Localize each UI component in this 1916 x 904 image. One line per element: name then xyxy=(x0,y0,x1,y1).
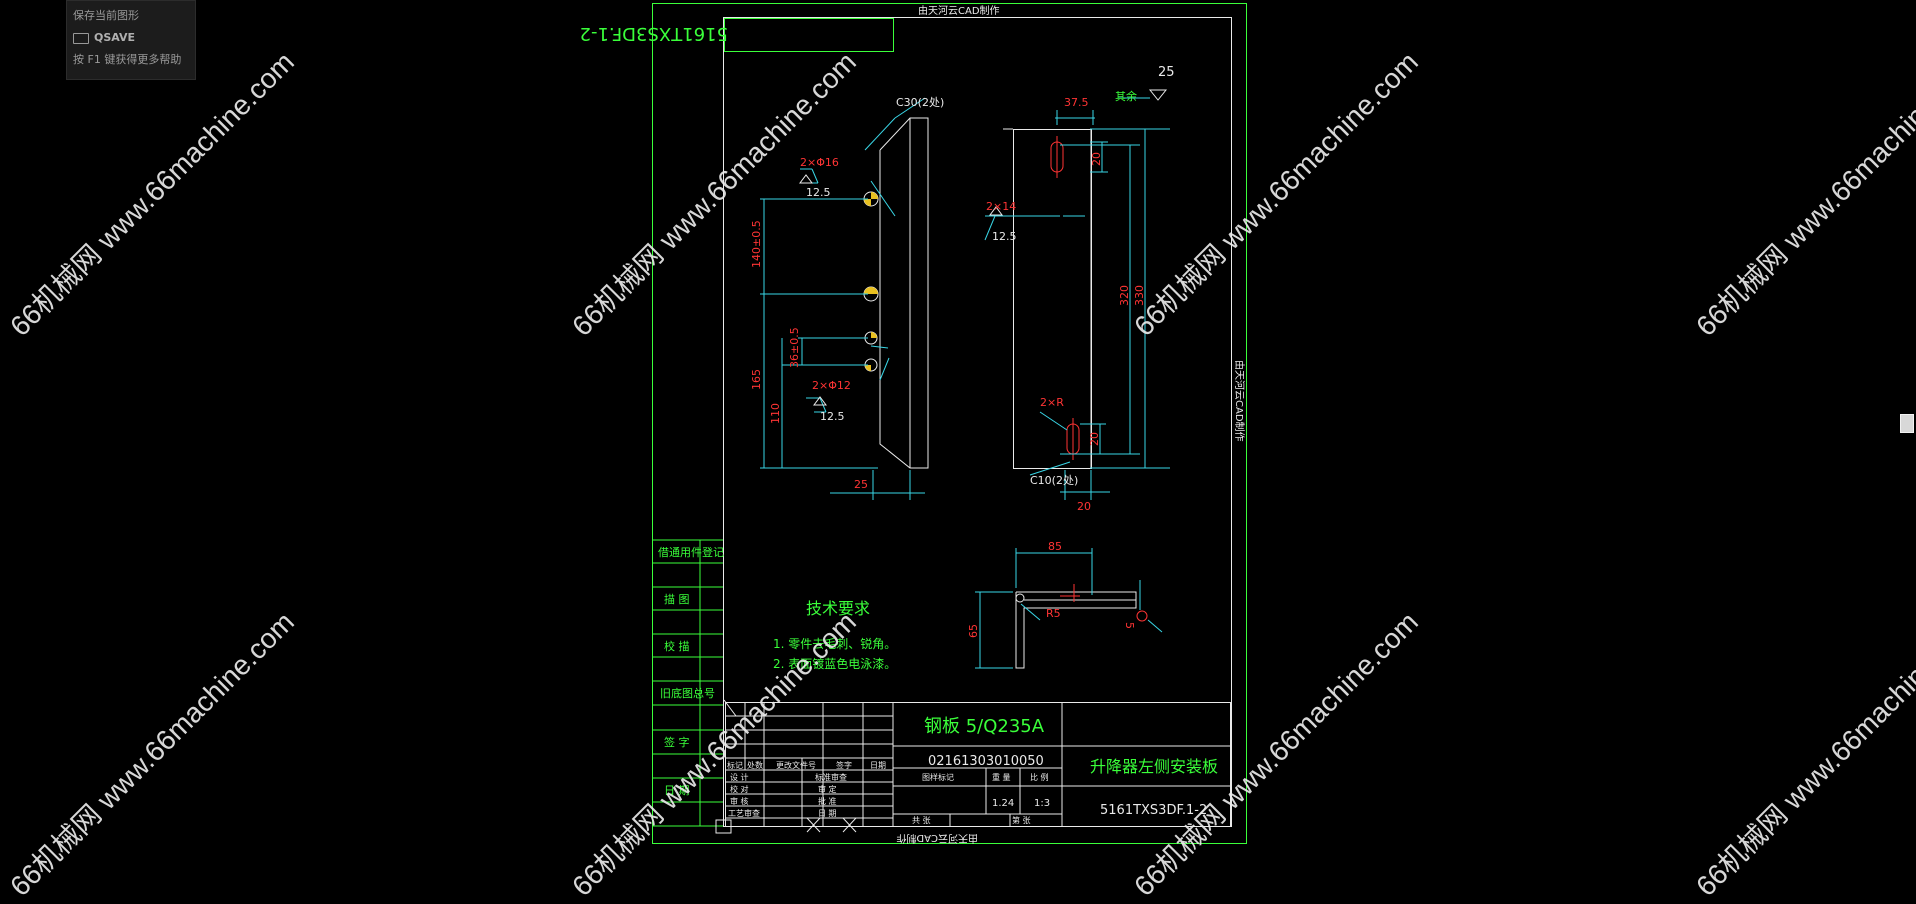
part-code: 5161TXS3DF.1-2 xyxy=(1100,803,1207,818)
side-labels: 借通用件登记 描 图 校 描 旧底图总号 签 字 日 期 xyxy=(658,545,724,797)
dim-r125b: 12.5 xyxy=(820,410,845,423)
side-label-5: 签 字 xyxy=(664,735,690,749)
role-standard: 标准审查 xyxy=(815,772,847,782)
role-design: 设 计 xyxy=(730,772,749,782)
header-mark: 标记 xyxy=(727,760,743,770)
cad-drawing-canvas[interactable]: 由天河云CAD制作 由天河云CAD制作 由天河云CAD制作 5161TXS3DF… xyxy=(0,0,1916,847)
dim-slot14: 2×14 xyxy=(986,200,1016,213)
side-label-2: 描 图 xyxy=(664,592,690,606)
scale-value: 1:3 xyxy=(1034,798,1050,809)
header-date: 日期 xyxy=(870,761,886,770)
tooltip-title: 保存当前图形 xyxy=(73,9,139,22)
qsave-tooltip: 保存当前图形 QSAVE 按 F1 键获得更多帮助 xyxy=(66,0,196,80)
frame-top-note: 由天河云CAD制作 xyxy=(918,4,1000,17)
dim-c30: C30(2处) xyxy=(896,96,944,109)
tooltip-hint: 按 F1 键获得更多帮助 xyxy=(73,53,182,66)
dim-r125c: 12.5 xyxy=(992,230,1017,243)
role-ratify: 批 准 xyxy=(818,796,837,806)
tooltip-command: QSAVE xyxy=(73,27,189,49)
frame-side-note: 由天河云CAD制作 xyxy=(1233,360,1246,442)
dim-r5: R5 xyxy=(1046,607,1061,620)
tooltip-command-text: QSAVE xyxy=(94,31,136,44)
role-date: 日 期 xyxy=(818,809,837,818)
dim-d20a: 20 xyxy=(1090,152,1103,166)
header-sign: 签字 xyxy=(836,760,852,770)
dim-d320: 320 xyxy=(1118,285,1131,306)
dim-hole16: 2×Φ16 xyxy=(800,156,839,169)
dim-c10: C10(2处) xyxy=(1030,474,1078,487)
dim-d65: 65 xyxy=(967,624,980,638)
role-check: 校 对 xyxy=(730,784,749,794)
material: 钢板 5/Q235A xyxy=(924,716,1045,737)
header-count: 处数 xyxy=(747,760,763,770)
sheet-total: 共 张 xyxy=(912,816,931,825)
front-view xyxy=(879,117,929,469)
role-process: 工艺审查 xyxy=(728,808,760,818)
dim-d36: 36±0.5 xyxy=(788,327,801,368)
side-label-3: 校 描 xyxy=(664,639,690,653)
sheet-number: 第 张 xyxy=(1012,815,1031,825)
header-doc: 更改文件号 xyxy=(776,760,816,770)
dim-d85: 85 xyxy=(1048,540,1062,553)
weight-label: 重 量 xyxy=(992,772,1011,782)
side-view xyxy=(1003,128,1092,469)
dim-d165: 165 xyxy=(750,369,763,390)
dim-d20b: 20 xyxy=(1088,432,1101,446)
dim-d25: 25 xyxy=(854,478,868,491)
scrollbar-thumb[interactable] xyxy=(1900,414,1914,433)
stage-label: 图样标记 xyxy=(922,772,954,782)
bend-view xyxy=(1015,591,1137,669)
tech-title: 技术要求 xyxy=(806,599,870,618)
dim-hole12: 2×Φ12 xyxy=(812,379,851,392)
dim-rough25: 25 xyxy=(1158,65,1175,80)
frame-bottom-note: 由天河云CAD制作 xyxy=(896,832,978,845)
side-label-1: 借通用件登记 xyxy=(658,545,724,559)
role-approve: 审 定 xyxy=(818,784,837,794)
tech-line-2: 2. 表面镀蓝色电泳漆。 xyxy=(773,657,896,671)
part-name: 升降器左侧安装板 xyxy=(1090,757,1218,776)
weight-value: 1.24 xyxy=(992,798,1014,809)
dim-d140: 140±0.5 xyxy=(750,220,763,268)
dim-d20c: 20 xyxy=(1077,500,1091,513)
dim-rest: 其余 xyxy=(1115,89,1137,103)
dim-d110: 110 xyxy=(769,403,782,424)
role-review: 审 核 xyxy=(730,796,749,806)
dim-slotR: 2×R xyxy=(1040,396,1064,409)
scale-label: 比 例 xyxy=(1030,772,1049,782)
side-label-6: 日 期 xyxy=(664,784,690,797)
dim-d375: 37.5 xyxy=(1064,96,1089,109)
outer-frame xyxy=(652,3,1247,844)
dim-d330: 330 xyxy=(1133,285,1146,306)
dim-r125a: 12.5 xyxy=(806,186,831,199)
title-block xyxy=(725,702,1231,827)
keyboard-icon xyxy=(73,32,89,44)
inner-frame xyxy=(723,17,1232,827)
drawing-number: 02161303010050 xyxy=(928,754,1044,769)
tech-line-1: 1. 零件去毛刺、锐角。 xyxy=(773,637,896,651)
dim-d5: 5 xyxy=(1123,622,1136,629)
frame-stamp: 5161TXS3DF.1-2 xyxy=(580,23,728,44)
side-label-4: 旧底图总号 xyxy=(660,686,715,700)
